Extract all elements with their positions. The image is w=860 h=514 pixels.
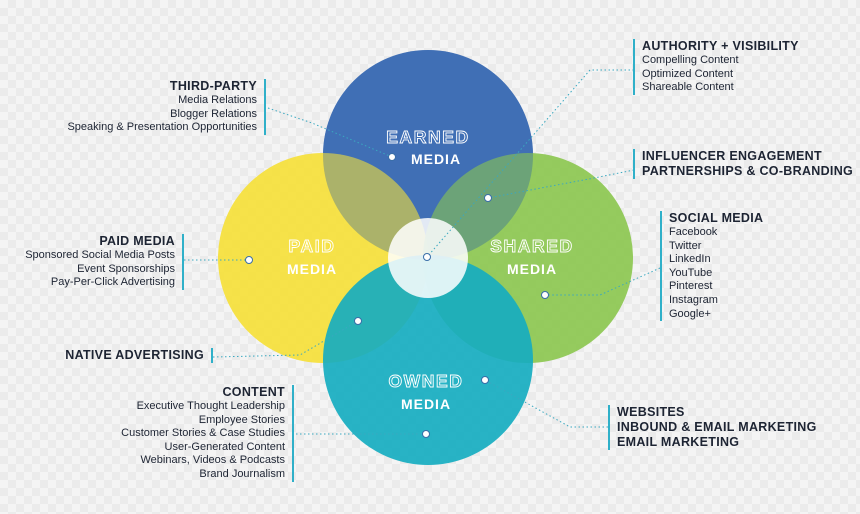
social-media-item: Pinterest	[669, 280, 713, 293]
content-item: Employee Stories	[198, 413, 285, 426]
authority-block: AUTHORITY + VISIBILITY Compelling Conten…	[633, 39, 799, 95]
content-item: Executive Thought Leadership	[136, 400, 285, 412]
owned-media-circle	[323, 255, 533, 465]
websites-heading-3: EMAIL MARKETING	[617, 435, 740, 449]
paid-media-heading: PAID MEDIA	[99, 234, 175, 248]
third-party-item: Blogger Relations	[170, 107, 257, 120]
third-party-item: Speaking & Presentation Opportunities	[67, 121, 257, 134]
paid-media-item: Sponsored Social Media Posts	[25, 249, 175, 261]
owned-title: OWNED	[388, 371, 463, 391]
authority-heading: AUTHORITY + VISIBILITY	[642, 39, 799, 53]
social-media-item: YouTube	[669, 266, 713, 279]
authority-item: Optimized Content	[642, 67, 734, 80]
marker-content	[422, 430, 430, 438]
earned-title: EARNED	[386, 127, 470, 147]
content-item: User-Generated Content	[164, 440, 285, 453]
third-party-block: THIRD-PARTY Media Relations Blogger Rela…	[67, 79, 266, 135]
earned-sub: MEDIA	[411, 151, 461, 167]
influencer-block: INFLUENCER ENGAGEMENT PARTNERSHIPS & CO-…	[633, 149, 853, 179]
marker-paid	[245, 256, 253, 264]
marker-earned	[388, 153, 396, 161]
content-item: Brand Journalism	[199, 467, 285, 480]
social-media-item: Instagram	[669, 293, 718, 306]
shared-title: SHARED	[490, 236, 574, 256]
third-party-item: Media Relations	[178, 94, 257, 106]
content-block: CONTENT Executive Thought Leadership Emp…	[121, 385, 294, 482]
authority-item: Shareable Content	[642, 81, 734, 94]
social-media-block: SOCIAL MEDIA Facebook Twitter LinkedIn Y…	[660, 211, 764, 322]
paid-title: PAID	[289, 236, 336, 256]
third-party-heading: THIRD-PARTY	[169, 79, 257, 93]
connector-native	[212, 320, 359, 358]
marker-owned	[481, 376, 489, 384]
owned-sub: MEDIA	[401, 396, 451, 412]
connector-third-party	[267, 107, 393, 158]
websites-heading-2: INBOUND & EMAIL MARKETING	[617, 420, 817, 434]
websites-heading-1: WEBSITES	[617, 405, 685, 419]
authority-item: Compelling Content	[642, 54, 739, 66]
content-item: Webinars, Videos & Podcasts	[140, 454, 285, 467]
connector-influencer	[487, 169, 635, 199]
connector-authority	[426, 69, 634, 258]
social-media-item: LinkedIn	[669, 253, 711, 266]
earned-media-overlay	[323, 50, 533, 260]
social-media-item: Facebook	[669, 226, 718, 238]
social-media-item: Google+	[669, 307, 711, 320]
influencer-heading-1: INFLUENCER ENGAGEMENT	[642, 149, 822, 163]
content-item: Customer Stories & Case Studies	[121, 427, 285, 440]
social-media-item: Twitter	[669, 239, 702, 252]
content-heading: CONTENT	[222, 385, 285, 399]
native-advertising-heading: NATIVE ADVERTISING	[65, 348, 204, 362]
paid-media-block: PAID MEDIA Sponsored Social Media Posts …	[25, 234, 184, 290]
marker-center	[423, 253, 431, 261]
paid-media-item: Pay-Per-Click Advertising	[50, 276, 175, 289]
marker-shared	[541, 291, 549, 299]
native-advertising-block: NATIVE ADVERTISING	[65, 348, 213, 363]
marker-native	[354, 317, 362, 325]
influencer-heading-2: PARTNERSHIPS & CO-BRANDING	[642, 164, 854, 178]
shared-sub: MEDIA	[507, 261, 557, 277]
social-media-heading: SOCIAL MEDIA	[669, 211, 764, 225]
paid-media-item: Event Sponsorships	[77, 262, 175, 275]
connector-websites	[484, 379, 608, 428]
paid-sub: MEDIA	[287, 261, 337, 277]
marker-influencer	[484, 194, 492, 202]
websites-block: WEBSITES INBOUND & EMAIL MARKETING EMAIL…	[608, 405, 817, 450]
